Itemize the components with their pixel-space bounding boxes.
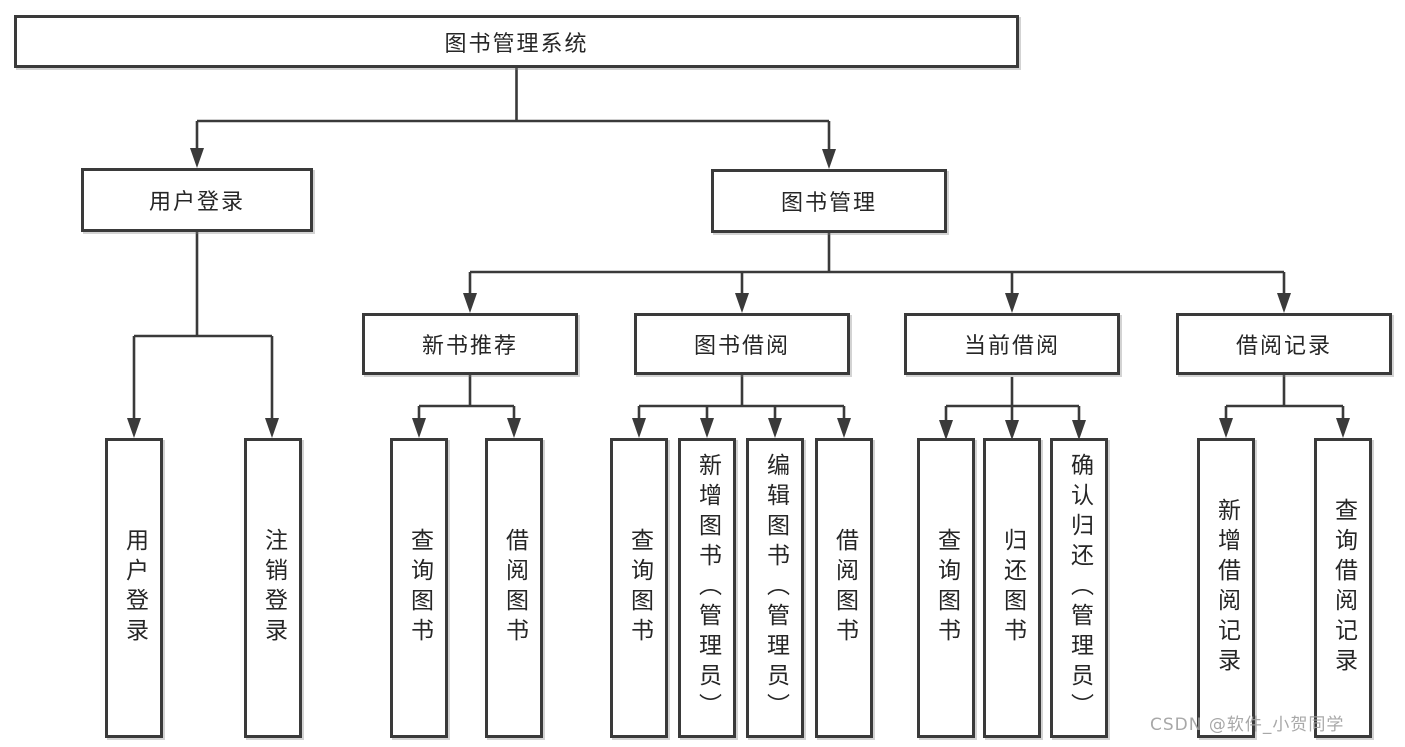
node-new-book-recommend: 新书推荐 [362, 313, 578, 375]
leaf-query-books-borrow: 查询图书 [610, 438, 668, 738]
arrowhead-icons [127, 148, 1350, 440]
node-label: 图书管理系统 [444, 31, 589, 57]
node-book-borrowing: 图书借阅 [634, 313, 850, 375]
leaf-label: 归还图书 [999, 528, 1026, 648]
node-book-management: 图书管理 [711, 169, 947, 233]
leaf-label: 新增图书（管理员） [694, 453, 721, 723]
leaf-query-books-recommend: 查询图书 [390, 438, 448, 738]
watermark-text: CSDN @软件_小贺同学 [1150, 715, 1345, 735]
leaf-user-login: 用户登录 [105, 438, 163, 738]
leaf-label: 新增借阅记录 [1213, 498, 1240, 678]
leaf-label: 编辑图书（管理员） [762, 453, 789, 723]
leaf-label: 查询借阅记录 [1330, 498, 1357, 678]
node-label: 借阅记录 [1235, 334, 1332, 359]
leaf-query-books-current: 查询图书 [917, 438, 975, 738]
node-label: 新书推荐 [421, 334, 518, 359]
leaf-borrow-books: 借阅图书 [815, 438, 873, 738]
leaf-label: 借阅图书 [501, 528, 528, 648]
leaf-label: 确认归还（管理员） [1066, 453, 1093, 723]
leaf-label: 查询图书 [406, 528, 433, 648]
leaf-label: 借阅图书 [831, 528, 858, 648]
leaf-edit-book-admin: 编辑图书（管理员） [746, 438, 804, 738]
leaf-borrow-books-recommend: 借阅图书 [485, 438, 543, 738]
node-label: 当前借阅 [963, 334, 1060, 359]
node-label: 图书管理 [780, 191, 877, 216]
leaf-return-books: 归还图书 [983, 438, 1041, 738]
leaf-label: 用户登录 [121, 528, 148, 648]
node-borrowing-records: 借阅记录 [1176, 313, 1392, 375]
node-current-borrowing: 当前借阅 [904, 313, 1120, 375]
leaf-logout: 注销登录 [244, 438, 302, 738]
leaf-label: 查询图书 [933, 528, 960, 648]
node-library-management-system: 图书管理系统 [14, 15, 1019, 68]
tree-edges [132, 68, 1345, 434]
node-label: 用户登录 [148, 190, 245, 215]
node-label: 图书借阅 [693, 334, 790, 359]
leaf-query-borrow-record: 查询借阅记录 [1314, 438, 1372, 738]
node-user-login: 用户登录 [81, 168, 313, 232]
leaf-add-borrow-record: 新增借阅记录 [1197, 438, 1255, 738]
leaf-confirm-return-admin: 确认归还（管理员） [1050, 438, 1108, 738]
leaf-label: 注销登录 [260, 528, 287, 648]
leaf-label: 查询图书 [626, 528, 653, 648]
leaf-add-book-admin: 新增图书（管理员） [678, 438, 736, 738]
